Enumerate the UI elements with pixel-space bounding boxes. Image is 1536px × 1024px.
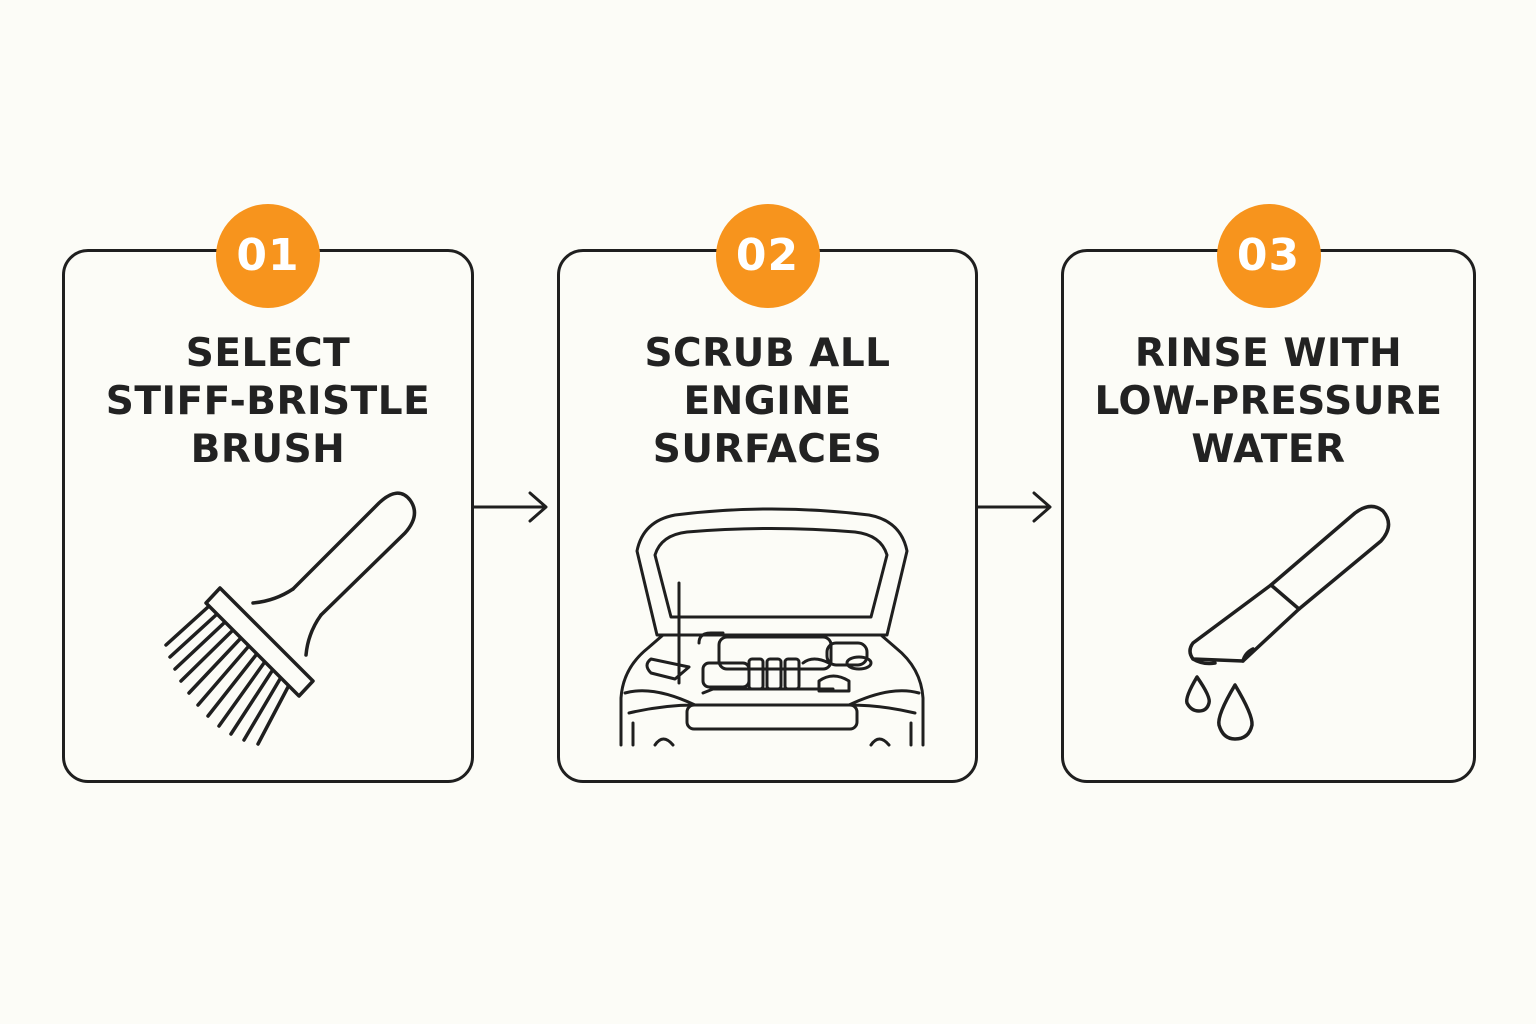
paint-brush-icon: [164, 491, 417, 746]
step-title: SCRUB ALL ENGINE SURFACES: [644, 331, 891, 472]
arrow-right-icon: [474, 491, 548, 523]
step-title: RINSE WITH LOW-PRESSURE WATER: [1094, 331, 1443, 472]
step-number-badge: 03: [1216, 204, 1321, 308]
step-number-badge: 02: [715, 204, 820, 308]
arrow-right-icon: [978, 491, 1052, 523]
water-nozzle-icon: [1184, 504, 1391, 741]
step-number-badge: 01: [216, 204, 320, 308]
step-title: SELECT STIFF-BRISTLE BRUSH: [105, 331, 431, 472]
step-card-2: 02 SCRUB ALL ENGINE SURFACES: [557, 204, 978, 783]
step-card-1: 01 SELECT STIFF-BRISTLE BRUSH: [62, 204, 474, 783]
step-card-3: 03 RINSE WITH LOW-PRESSURE WATER: [1061, 204, 1476, 783]
car-engine-bay-icon: [619, 507, 925, 747]
